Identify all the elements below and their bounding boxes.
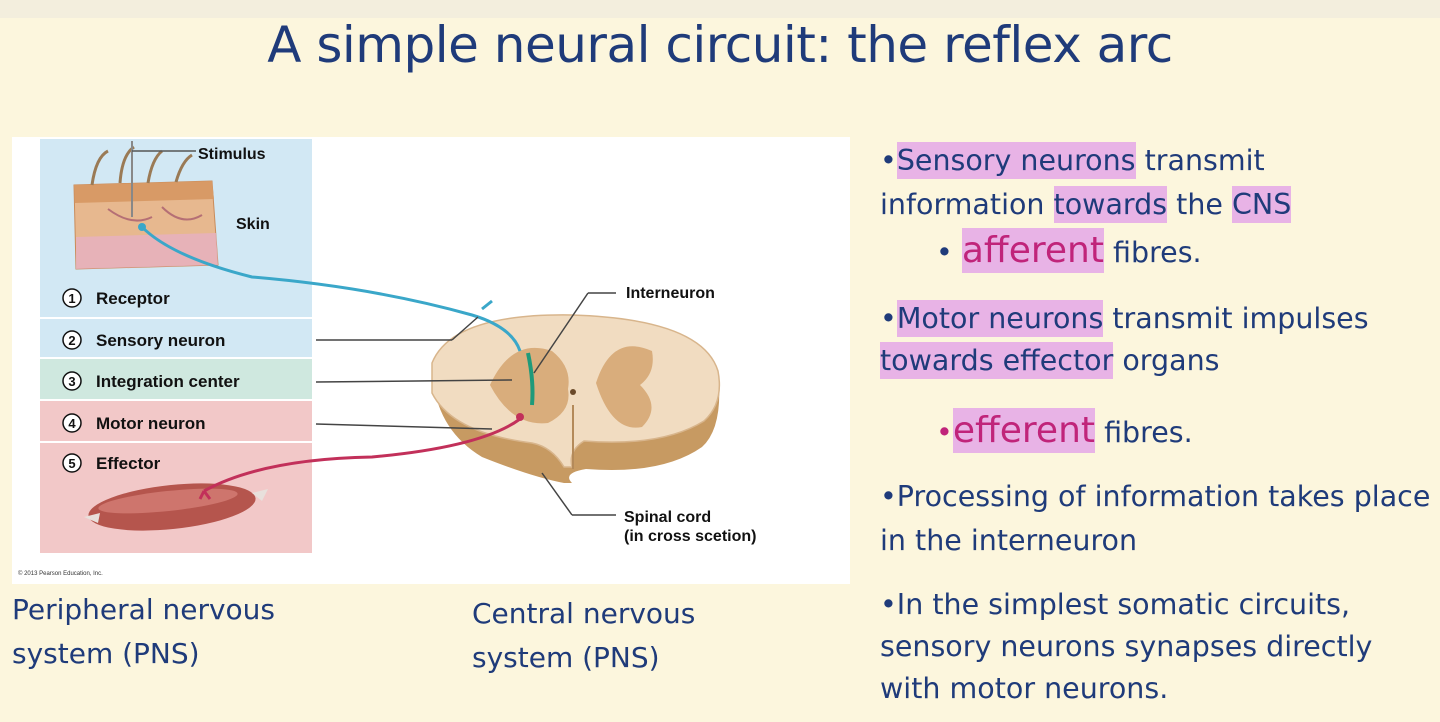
highlight-cns: CNS: [1231, 186, 1292, 223]
top-band: [0, 0, 1440, 18]
highlight-efferent: efferent: [952, 408, 1096, 453]
bullet-2-line-2: towards effector organs: [880, 342, 1220, 379]
bullet-dot: •: [880, 144, 897, 177]
step-label: Effector: [96, 454, 161, 473]
bullet-1-line-1: •Sensory neurons transmit: [880, 142, 1265, 179]
label-skin: Skin: [236, 216, 270, 233]
copyright-note: © 2013 Pearson Education, Inc.: [18, 570, 103, 577]
bullet-4-line-1: •In the simplest somatic circuits,: [880, 588, 1351, 621]
bullet-2-line-1: •Motor neurons transmit impulses: [880, 300, 1369, 337]
step-integration-center: 3 Integration center: [62, 371, 240, 391]
bullet-3-line-2: in the interneuron: [880, 524, 1138, 557]
bullet-4-line-2: sensory neurons synapses directly: [880, 630, 1373, 663]
label-spinal-cord-sub: (in cross scetion): [624, 528, 756, 545]
sensory-dendrite: [481, 299, 493, 311]
text: fibres.: [1103, 236, 1202, 269]
bullet-dot: •: [880, 302, 897, 335]
reflex-arc-diagram: Stimulus Skin Interneuron Spinal cord (i…: [18, 139, 756, 577]
bullet-dot: •: [936, 416, 953, 449]
bullet-2-sub: •efferent fibres.: [936, 408, 1193, 453]
panel-sensory-bg: [40, 319, 312, 357]
step-sensory-neuron: 2 Sensory neuron: [62, 330, 225, 350]
bullet-1-line-2: information towards the CNS: [880, 186, 1292, 223]
bullet-1-sub: • afferent fibres.: [936, 228, 1202, 273]
step-number: 3: [68, 374, 75, 389]
highlight-towards: towards: [1053, 186, 1168, 223]
step-label: Sensory neuron: [96, 331, 225, 350]
step-label: Integration center: [96, 372, 240, 391]
bullet-dot: •: [936, 236, 962, 269]
sensory-neuron-path: [140, 225, 522, 352]
step-label: Receptor: [96, 289, 170, 308]
highlight-towards-effector: towards effector: [880, 342, 1114, 379]
motor-neuron-path: [203, 417, 521, 493]
pns-caption: Peripheral nervous system (PNS): [12, 588, 275, 676]
reflex-arc-figure: Stimulus Skin Interneuron Spinal cord (i…: [12, 137, 850, 584]
panel-motor-bg: [40, 401, 312, 441]
text: transmit impulses: [1103, 302, 1369, 335]
text: transmit: [1135, 144, 1265, 177]
cns-caption: Central nervous system (PNS): [472, 592, 695, 680]
step-number: 4: [68, 416, 76, 431]
skin-illustration: [73, 145, 219, 270]
pns-caption-line2: system (PNS): [12, 637, 200, 670]
bullet-4-line-3: with motor neurons.: [880, 672, 1169, 705]
text: information: [880, 188, 1054, 221]
highlight-motor-neurons: Motor neurons: [896, 300, 1104, 337]
label-spinal-cord: Spinal cord: [624, 509, 711, 526]
step-label: Motor neuron: [96, 414, 206, 433]
label-interneuron: Interneuron: [626, 285, 715, 302]
motor-neuron-body: [516, 413, 524, 421]
spinal-cord-illustration: [431, 314, 721, 483]
text: fibres.: [1095, 416, 1193, 449]
panel-integration-bg: [40, 359, 312, 399]
step-number: 1: [68, 291, 75, 306]
receptor-ending: [138, 223, 146, 231]
text: the: [1167, 188, 1232, 221]
pns-caption-line1: Peripheral nervous: [12, 593, 276, 626]
cns-caption-line1: Central nervous: [472, 597, 696, 630]
step-effector: 5 Effector: [62, 453, 161, 473]
highlight-afferent: afferent: [961, 228, 1104, 273]
interneuron-path: [526, 352, 535, 406]
cns-caption-line2: system (PNS): [472, 641, 660, 674]
slide-title: A simple neural circuit: the reflex arc: [267, 16, 1173, 74]
step-receptor: 1 Receptor: [62, 288, 170, 308]
motor-end-plate: [198, 490, 212, 500]
text: organs: [1113, 344, 1220, 377]
label-stimulus: Stimulus: [198, 146, 266, 163]
bullet-3-line-1: •Processing of information takes place: [880, 480, 1431, 513]
step-motor-neuron: 4 Motor neuron: [62, 413, 206, 433]
step-number: 2: [68, 333, 75, 348]
highlight-sensory-neurons: Sensory neurons: [896, 142, 1136, 179]
step-number: 5: [68, 456, 75, 471]
